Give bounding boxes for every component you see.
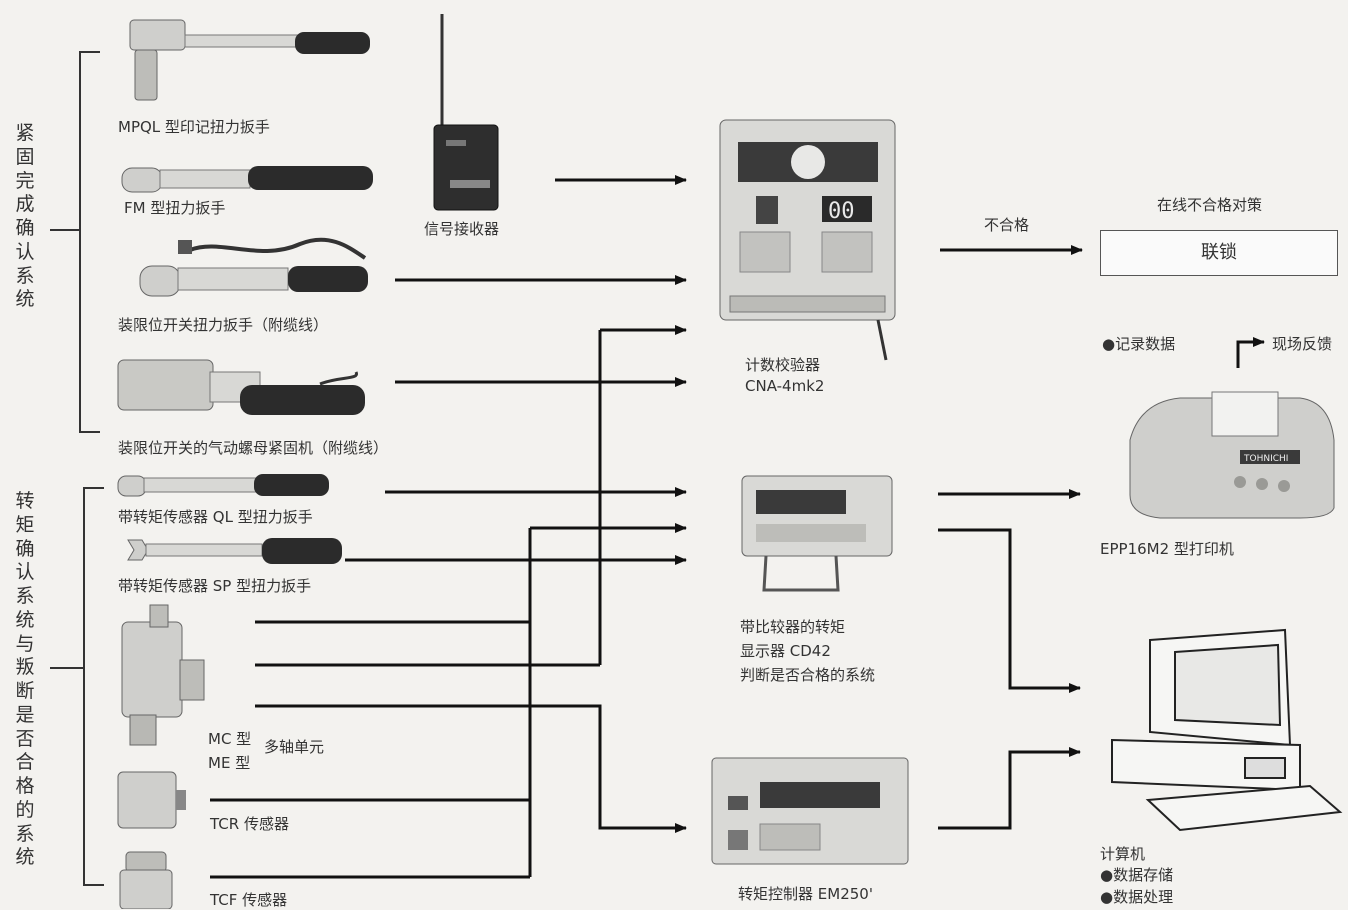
fail-countermeasure-title: 在线不合格对策	[1157, 196, 1263, 214]
signal-receiver-icon	[433, 14, 499, 211]
em250-controller-device-icon	[711, 757, 909, 865]
fastening-group-bracket	[50, 51, 100, 433]
tcf-sensor-icon	[119, 851, 173, 909]
ql-wrench-label: 带转矩传感器 QL 型扭力扳手	[118, 508, 313, 526]
interlock-box: 联锁	[1100, 230, 1338, 276]
data-storage-label: ●数据存储	[1100, 866, 1174, 884]
data-processing-label: ●数据处理	[1100, 888, 1174, 906]
fm-wrench-label: FM 型扭力扳手	[124, 199, 226, 217]
em250-label: 转矩控制器 EM250'	[738, 885, 873, 903]
torque-group-label: 转矩确认系统与叛断是否合格的系统	[15, 490, 35, 869]
fail-arrow-label: 不合格	[984, 216, 1030, 234]
connection-lines	[210, 175, 1265, 879]
computer-device-icon	[1111, 628, 1343, 832]
limit-switch-wrench-icon	[139, 237, 368, 297]
cd42-label-line2: 显示器 CD42	[740, 642, 831, 660]
cd42-label-line1: 带比较器的转矩	[740, 618, 846, 636]
mpql-wrench-label: MPQL 型印记扭力扳手	[118, 118, 270, 136]
record-data-label: ●记录数据	[1102, 335, 1176, 353]
field-feedback-label: 现场反馈	[1272, 335, 1333, 353]
pneumatic-nutrunner-label: 装限位开关的气动螺母紧固机（附缆线）	[118, 439, 389, 457]
torque-group-bracket	[50, 487, 104, 886]
printer-name-label: EPP16M2 型打印机	[1100, 540, 1234, 558]
pneumatic-nutrunner-icon	[117, 359, 365, 415]
sp-wrench-label: 带转矩传感器 SP 型扭力扳手	[118, 577, 312, 595]
cna-label-line2: CNA-4mk2	[745, 377, 825, 395]
multi-axis-unit-icon	[121, 604, 205, 746]
fm-wrench-icon	[121, 166, 373, 193]
tcr-sensor-icon	[117, 771, 186, 829]
fastening-group-label: 紧固完成确认系统	[15, 122, 35, 311]
printer-device-icon	[1129, 391, 1335, 519]
cna-display-value: 00	[828, 199, 855, 224]
limit-switch-wrench-label: 装限位开关扭力扳手（附缆线）	[118, 316, 329, 334]
tcr-sensor-label: TCR 传感器	[210, 815, 289, 833]
sp-wrench-icon	[127, 538, 342, 564]
multi-axis-unit-label: 多轴单元	[264, 738, 325, 756]
me-type-label: ME 型	[208, 754, 251, 772]
signal-receiver-label: 信号接收器	[424, 220, 500, 238]
tcf-sensor-label: TCF 传感器	[210, 891, 288, 909]
printer-brand-label: TOHNICHI	[1243, 454, 1288, 464]
interlock-label: 联锁	[1201, 242, 1237, 263]
cna-counter-device-icon	[719, 119, 896, 361]
cd42-label-line3: 判断是否合格的系统	[740, 666, 876, 684]
ql-wrench-icon	[117, 474, 329, 497]
mpql-wrench-icon	[129, 19, 370, 101]
cd42-display-device-icon	[741, 475, 893, 592]
mc-type-label: MC 型	[208, 730, 252, 748]
computer-label: 计算机	[1100, 845, 1146, 863]
cna-label-line1: 计数校验器	[745, 356, 821, 374]
